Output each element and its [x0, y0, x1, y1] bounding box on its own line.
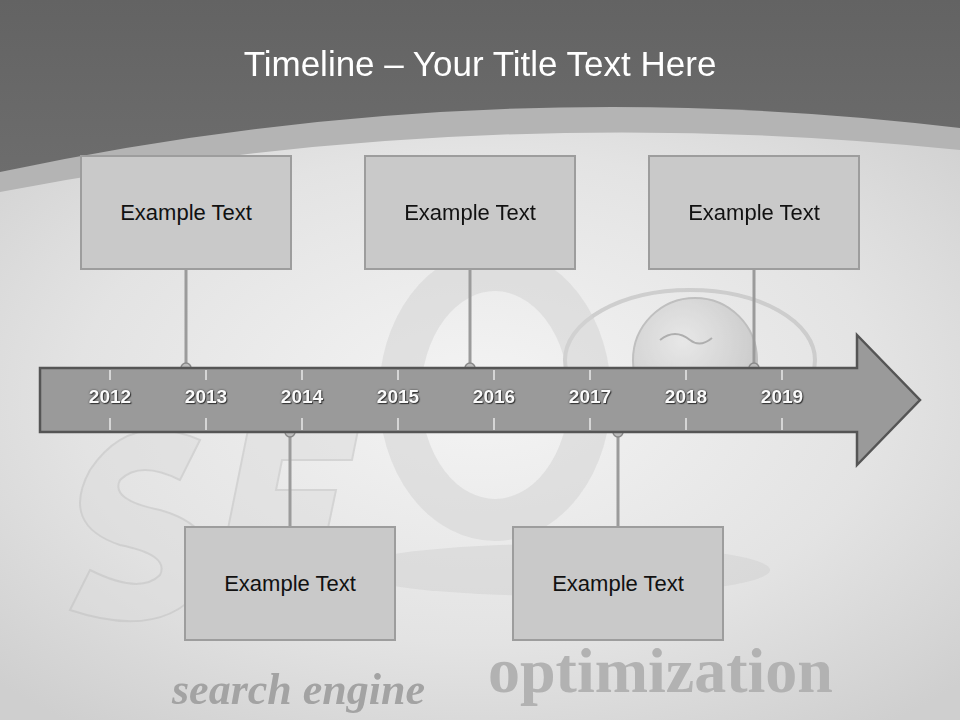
watermark-text: search engine: [172, 666, 425, 714]
year-label: 2017: [569, 386, 611, 408]
event-text: Example Text: [224, 571, 356, 597]
leader-line: [617, 432, 620, 526]
leader-connector: [285, 427, 295, 526]
event-text: Example Text: [404, 200, 536, 226]
leader-line: [753, 270, 756, 368]
timeline-arrow: 2012 2013 2014 2015 2016 2017 2018 2019: [38, 333, 924, 467]
leader-connector: [749, 270, 759, 373]
slide-body: [0, 132, 960, 720]
event-box: Example Text: [648, 155, 860, 270]
leader-line: [289, 432, 292, 526]
year-label: 2018: [665, 386, 707, 408]
year-label: 2014: [281, 386, 323, 408]
leader-line: [185, 270, 188, 368]
year-label: 2016: [473, 386, 515, 408]
year-label: 2019: [761, 386, 803, 408]
event-text: Example Text: [120, 200, 252, 226]
event-box: Example Text: [364, 155, 576, 270]
watermark-text: optimization: [488, 636, 833, 706]
event-text: Example Text: [688, 200, 820, 226]
arrow-outline: [40, 335, 920, 465]
leader-connector: [613, 427, 623, 526]
year-label: 2012: [89, 386, 131, 408]
leader-connector: [181, 270, 191, 373]
event-box: Example Text: [512, 526, 724, 641]
leader-line: [469, 270, 472, 368]
year-label: 2015: [377, 386, 419, 408]
year-label: 2013: [185, 386, 227, 408]
event-box: Example Text: [80, 155, 292, 270]
event-box: Example Text: [184, 526, 396, 641]
slide-title: Timeline – Your Title Text Here: [0, 44, 960, 84]
event-text: Example Text: [552, 571, 684, 597]
curved-band: [0, 107, 960, 720]
leader-connector: [465, 270, 475, 373]
